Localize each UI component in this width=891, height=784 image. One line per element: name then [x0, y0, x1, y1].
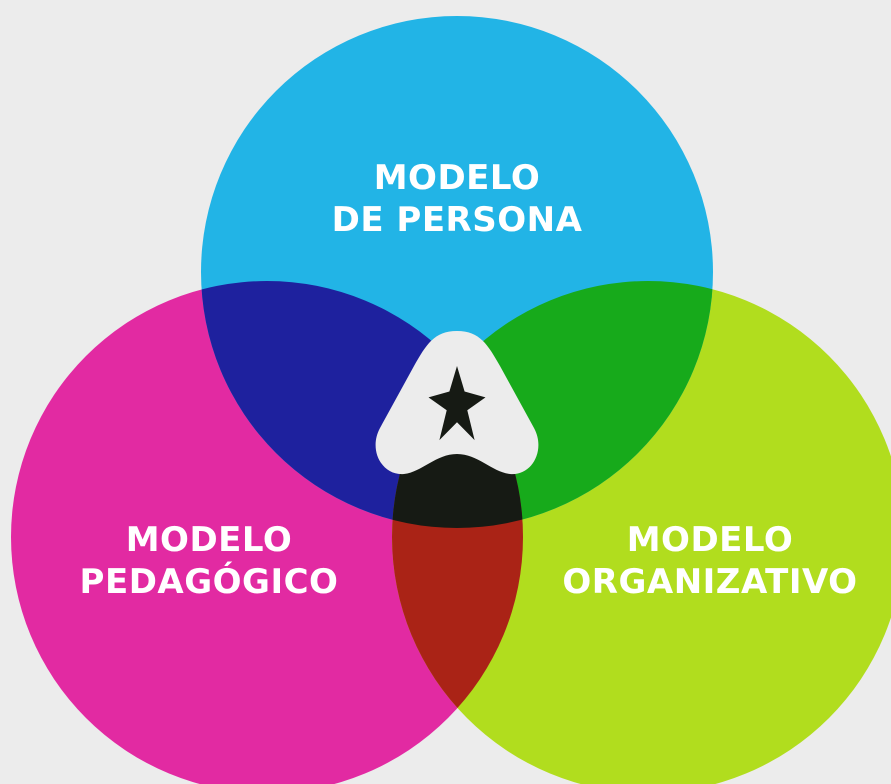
label-line: ORGANIZATIVO: [562, 562, 858, 602]
label-modelo-organizativo: MODELO ORGANIZATIVO: [555, 519, 865, 603]
label-line: PEDAGÓGICO: [79, 562, 339, 602]
label-modelo-de-persona: MODELO DE PERSONA: [307, 157, 607, 241]
label-line: MODELO: [373, 158, 541, 198]
triangle-star-logo-icon: [375, 331, 539, 475]
label-line: MODELO: [626, 520, 794, 560]
label-line: DE PERSONA: [331, 200, 583, 240]
label-modelo-pedagogico: MODELO PEDAGÓGICO: [59, 519, 359, 603]
star-icon: [428, 366, 486, 441]
label-line: MODELO: [125, 520, 293, 560]
